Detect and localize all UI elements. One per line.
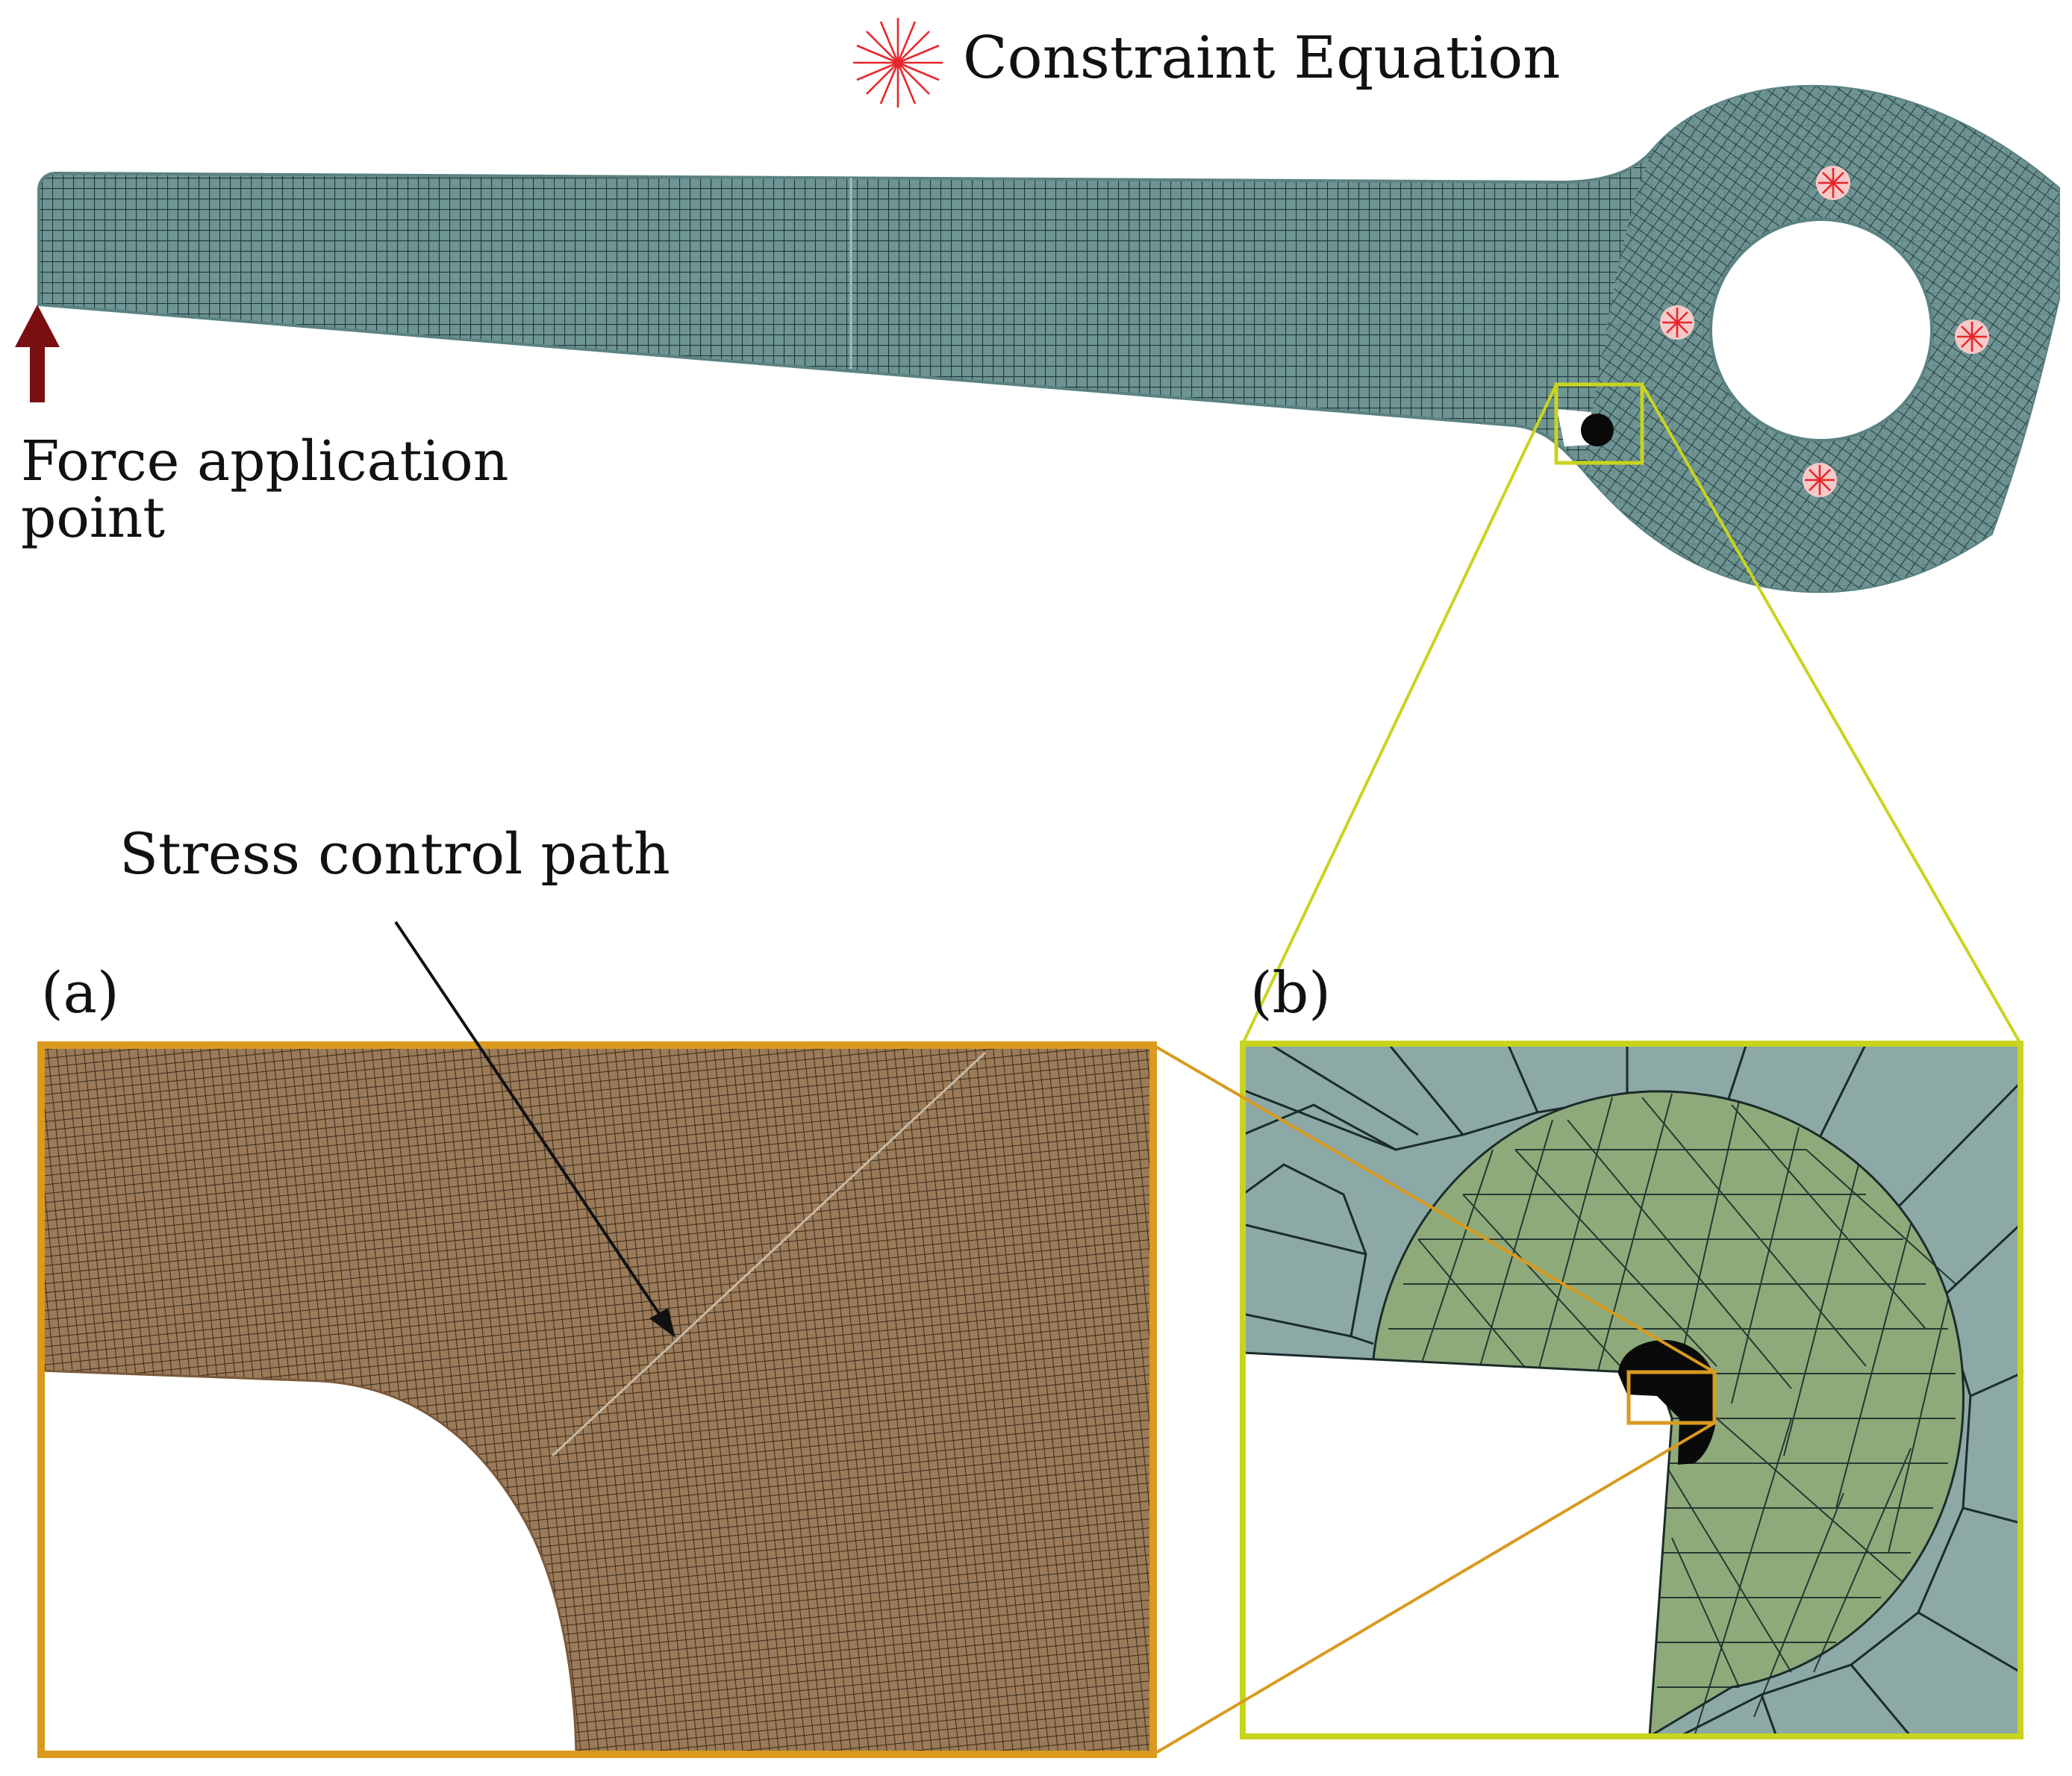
stress-path-label: Stress control path [119,820,670,887]
legend-label: Constraint Equation [963,25,1561,92]
lever-bore-hole [1709,218,1933,442]
fine-mesh-lines [1381,1093,1956,1736]
zoom-box-corner [1626,1370,1717,1425]
stress-path-arrow [394,920,675,1338]
panel-a-label: (a) [41,959,119,1026]
constraint-marker-top [1816,166,1850,200]
constraint-marker-legend [853,18,943,108]
panel-a-frame [37,1041,1157,1758]
lever-mesh [37,84,2060,593]
constraint-marker-bottom [1803,463,1837,497]
constraint-marker-left [1660,305,1694,340]
notch-refined-zone [1581,414,1614,446]
panel-b-cutout [1243,1351,1673,1736]
constraint-marker-right [1955,320,1989,354]
zoom-box-notch [1554,382,1644,465]
panel-a [37,1041,1157,1758]
zoom-line-left [1241,384,1558,1044]
stress-control-path-line [551,1051,987,1457]
panel-a-cutout [41,1369,578,1754]
zoom-line-right [1641,384,2022,1044]
zoom-line-a-bottom [1152,1421,1716,1756]
panel-b-frame [1240,1041,2023,1739]
constraint-markers [853,18,1989,497]
force-arrow [15,305,60,402]
force-label-line2: point [21,486,165,550]
panel-b-label: (b) [1250,959,1331,1026]
force-label-line1: Force application [21,429,509,493]
panel-b [1240,1041,2023,1739]
zoom-line-a-top [1152,1044,1716,1374]
